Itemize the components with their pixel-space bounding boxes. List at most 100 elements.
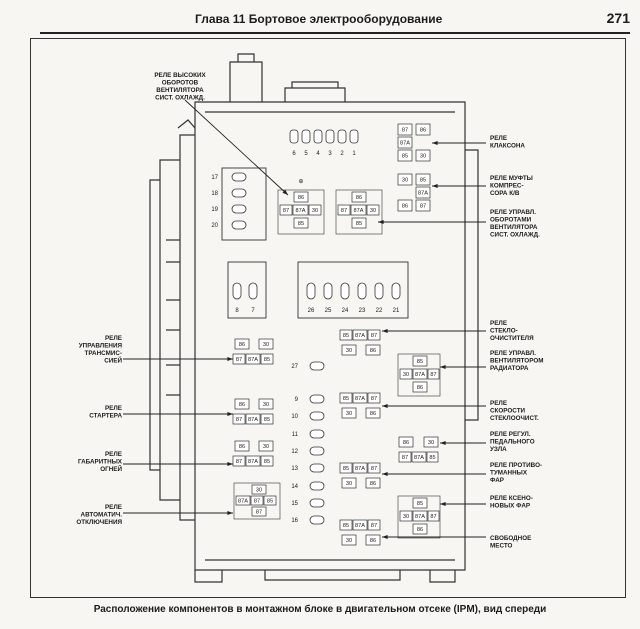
callout-label-right: КЛАКСОНА: [490, 143, 525, 150]
callout-label-right: СОРА К/В: [490, 190, 520, 197]
relay-terminal-label: 87: [236, 459, 242, 465]
relay-terminal-label: 87: [254, 499, 260, 505]
relay-terminal-label: 30: [420, 154, 426, 160]
arrow-head: [227, 510, 233, 516]
relay-terminal: [234, 398, 250, 410]
relay-terminal: [415, 186, 431, 199]
relay-terminal-label: 86: [239, 342, 245, 348]
callout-label-right: СВОБОДНОЕ: [490, 535, 531, 542]
figure-frame: [30, 38, 626, 598]
figure-caption: Расположение компонентов в монтажном бло…: [93, 604, 547, 615]
relay-terminal-label: 87A: [414, 455, 424, 461]
relay-terminal-label: 87A: [355, 523, 365, 529]
relay-terminal: [398, 451, 412, 463]
relay-terminal-label: 86: [370, 481, 376, 487]
relay-terminal-label: 30: [403, 372, 409, 378]
relay-terminal-label: 87A: [400, 141, 410, 147]
fuse-number: 17: [211, 175, 218, 181]
relay-terminal-label: 87: [402, 455, 408, 461]
fuse-number: 13: [291, 466, 298, 472]
fuse-number: 18: [211, 191, 218, 197]
relay-terminal-label: 86: [239, 444, 245, 450]
relay-terminal: [397, 173, 413, 186]
fuse-slot: [309, 411, 325, 421]
relay-terminal-label: 86: [298, 195, 304, 201]
fuse-slot: [323, 282, 333, 300]
fuse-slot: [340, 282, 350, 300]
relay-terminal: [399, 510, 413, 522]
arrow-head: [432, 183, 438, 189]
arrow-head: [227, 356, 233, 362]
relay-terminal: [415, 149, 431, 162]
fuse-slot: [248, 282, 258, 300]
callout-label-right: РЕЛЕ МУФТЫ: [490, 175, 533, 182]
relay-terminal-label: 87: [371, 466, 377, 472]
fuse-slot: [231, 220, 247, 230]
relay-terminal-label: 85: [343, 333, 349, 339]
relay-terminal-label: 87A: [355, 333, 365, 339]
relay-terminal-label: 87: [341, 208, 347, 214]
relay-terminal-label: 30: [428, 440, 434, 446]
callout-label-left: РЕЛЕ: [105, 451, 122, 458]
callout-label-right: НОВЫХ ФАР: [490, 503, 530, 510]
arrow-head: [382, 471, 388, 477]
relay-terminal: [367, 329, 381, 341]
callout-label-right: ТУМАННЫХ: [490, 470, 528, 477]
relay-terminal-label: 85: [343, 396, 349, 402]
header-rule: [40, 32, 630, 34]
relay-terminal: [412, 368, 428, 380]
relay-terminal: [260, 413, 274, 425]
fuse-slot: [309, 446, 325, 456]
fuse-slot: [231, 172, 247, 182]
fuse-number: 27: [291, 364, 298, 370]
relay-terminal: [232, 413, 246, 425]
fuse-number: 14: [291, 484, 298, 490]
fuse-number: 9: [295, 397, 299, 403]
fuse-frames: [221, 167, 409, 319]
fuse-slot: [301, 129, 311, 144]
relay-terminal: [339, 519, 353, 531]
callout-label-right: РЕЛЕ КСЕНО-: [490, 495, 533, 502]
callout-label-left: ОТКЛЮЧЕНИЯ: [76, 519, 122, 526]
relay-terminal-label: 30: [346, 538, 352, 544]
fuse-slot: [349, 129, 359, 144]
relay-terminal: [234, 440, 250, 452]
relay-terminal: [279, 204, 293, 216]
relay-terminal: [251, 484, 267, 495]
relay-terminal: [234, 338, 250, 350]
callout-label-left: СТАРТЕРА: [89, 413, 122, 420]
relay-terminal: [245, 413, 261, 425]
relay-terminal: [412, 381, 428, 393]
relay-terminal: [412, 523, 428, 535]
relay-terminal: [339, 462, 353, 474]
relay-terminal-label: 87: [283, 208, 289, 214]
relay-terminal: [366, 204, 380, 216]
arrow-head: [382, 534, 388, 540]
relay-terminal: [399, 368, 413, 380]
relay-terminal: [427, 368, 440, 380]
relay-terminal-label: 85: [429, 455, 435, 461]
relay-terminal: [412, 497, 428, 509]
callout-label-right: ОЧИСТИТЕЛЯ: [490, 335, 534, 342]
relay-terminal: [367, 462, 381, 474]
relay-terminal: [350, 204, 367, 216]
relay-terminal: [412, 355, 428, 367]
callout-arrow: [184, 99, 289, 196]
callout-label-left: ГАБАРИТНЫХ: [78, 459, 123, 466]
relay-terminal: [250, 495, 264, 506]
relay-terminal-label: 85: [402, 154, 408, 160]
relay-terminal: [412, 510, 428, 522]
relay-terminal: [293, 217, 309, 229]
relay-terminal: [365, 407, 381, 419]
relay-terminal-label: 87A: [238, 499, 248, 505]
arrow-head: [440, 501, 446, 507]
relay-terminal: [415, 123, 431, 136]
relay-terminal: [293, 191, 309, 203]
relay-terminal-label: 87A: [248, 357, 258, 363]
callout-label-left: ОБОРОТОВ: [162, 80, 199, 87]
arrow-head: [432, 140, 438, 146]
relay-terminal: [427, 510, 440, 522]
fuse-slot: [289, 129, 299, 144]
callout-label-left: РЕЛЕ ВЫСОКИХ: [154, 72, 206, 79]
callout-label-left: РЕЛЕ: [105, 335, 122, 342]
